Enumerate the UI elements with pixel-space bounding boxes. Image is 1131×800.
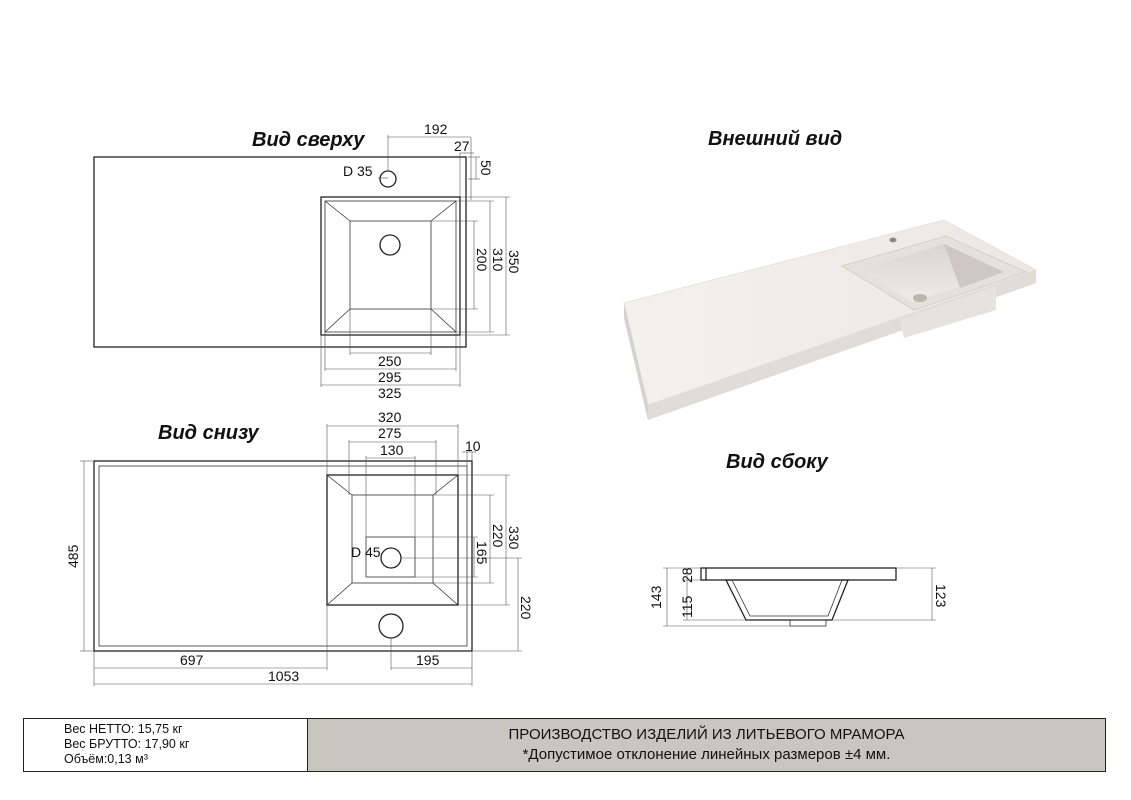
dim-28: 28 xyxy=(679,567,695,583)
dim-350: 350 xyxy=(506,250,522,274)
dim-485: 485 xyxy=(65,544,81,568)
net-weight: Вес НЕТТО: 15,75 кг xyxy=(64,722,183,736)
dim-130: 130 xyxy=(380,442,404,458)
side-view-bowl xyxy=(724,579,849,621)
specs-panel: Вес НЕТТО: 15,75 кг Вес БРУТТО: 17,90 кг… xyxy=(24,719,308,771)
manufacturer-panel: ПРОИЗВОДСТВО ИЗДЕЛИЙ ИЗ ЛИТЬЕВОГО МРАМОР… xyxy=(308,719,1105,771)
dim-325: 325 xyxy=(378,385,402,401)
top-view-drawing xyxy=(93,135,510,387)
top-view-faucet-hole xyxy=(379,170,397,188)
manufacturer-heading: ПРОИЗВОДСТВО ИЗДЕЛИЙ ИЗ ЛИТЬЕВОГО МРАМОР… xyxy=(508,726,905,743)
dim-192: 192 xyxy=(424,121,448,137)
dim-295: 295 xyxy=(378,369,402,385)
dim-27: 27 xyxy=(454,138,470,154)
exterior-view-title: Внешний вид xyxy=(708,128,842,150)
side-view-drain xyxy=(789,619,827,627)
dim-165: 165 xyxy=(474,541,490,565)
exterior-view-render xyxy=(623,219,1037,420)
side-view-drawing xyxy=(663,567,936,627)
dim-10: 10 xyxy=(465,438,481,454)
dim-200: 200 xyxy=(474,248,490,272)
top-view-title: Вид сверху xyxy=(252,129,365,151)
dim-220-inner: 220 xyxy=(490,524,506,548)
dim-143: 143 xyxy=(648,585,664,609)
top-view-bowl-rim xyxy=(320,196,461,336)
dim-275: 275 xyxy=(378,425,402,441)
dim-1053: 1053 xyxy=(268,668,299,684)
top-view-slab xyxy=(93,156,467,348)
side-view-slab xyxy=(700,567,897,581)
bottom-view-drain-pad xyxy=(365,536,416,578)
dim-320: 320 xyxy=(378,409,402,425)
dim-250: 250 xyxy=(378,353,402,369)
title-block: Вес НЕТТО: 15,75 кг Вес БРУТТО: 17,90 кг… xyxy=(23,718,1106,772)
side-view-title: Вид сбоку xyxy=(726,451,829,473)
bottom-view-drawing xyxy=(80,424,522,686)
gross-weight: Вес БРУТТО: 17,90 кг xyxy=(64,737,190,751)
tolerance-note: *Допустимое отклонение линейных размеров… xyxy=(522,746,891,763)
top-view-bowl-bottom xyxy=(349,220,432,310)
dim-115: 115 xyxy=(679,595,695,618)
bottom-view-faucet-hole xyxy=(378,613,404,639)
dim-697: 697 xyxy=(180,652,204,668)
dim-330: 330 xyxy=(506,526,522,550)
dim-310: 310 xyxy=(490,248,506,272)
bottom-view-bowl xyxy=(326,474,459,606)
bottom-view-slab xyxy=(93,460,473,652)
dim-195: 195 xyxy=(416,652,440,668)
dim-220-outer: 220 xyxy=(518,596,534,620)
dim-123: 123 xyxy=(933,584,949,608)
bottom-view-title: Вид снизу xyxy=(158,422,259,444)
bottom-view-drain-diameter: D 45 xyxy=(351,544,381,560)
dim-50: 50 xyxy=(478,160,494,176)
bottom-view-drain-hole xyxy=(380,547,402,569)
top-view-faucet-diameter: D 35 xyxy=(343,163,373,179)
volume: Объём:0,13 м³ xyxy=(64,752,148,766)
top-view-drain-hole xyxy=(379,234,401,256)
